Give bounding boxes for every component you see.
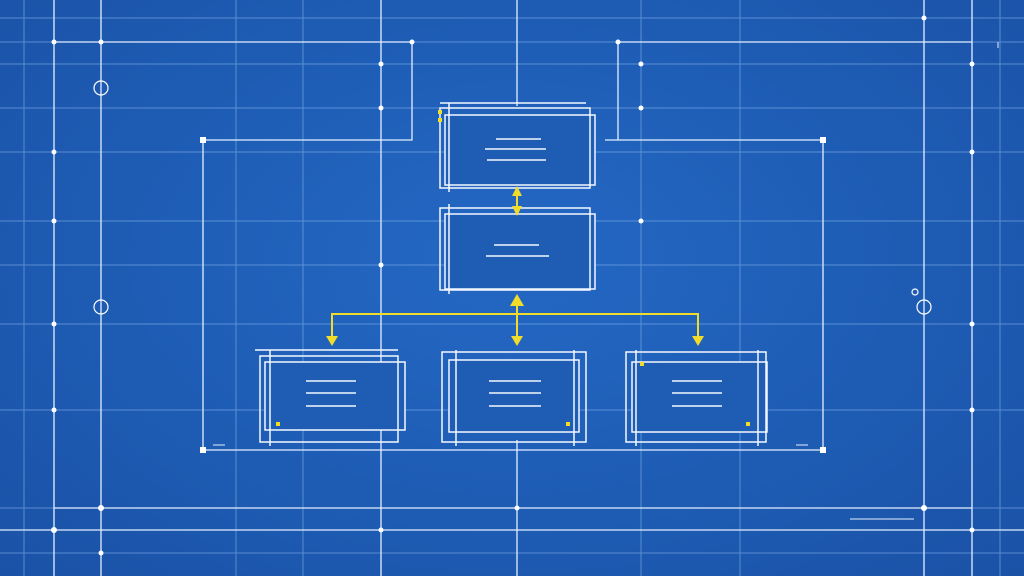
arrow-up-icon (510, 294, 524, 306)
node-bottom-center-outline (441, 351, 587, 443)
junction-dot (51, 218, 57, 224)
junction-dots (51, 15, 975, 556)
corner-marker (200, 137, 206, 143)
junction-dot (638, 105, 644, 111)
junction-dot (51, 407, 57, 413)
junction-dot (51, 149, 57, 155)
corner-marker (200, 447, 206, 453)
arrow-down-icon (326, 336, 338, 346)
junction-dot (969, 61, 975, 67)
connector-tick (438, 118, 442, 122)
node-top-box (444, 114, 596, 186)
junction-dot (921, 505, 927, 511)
connector-tick (746, 422, 750, 426)
target-marker (93, 80, 109, 96)
arrow-down-icon (512, 206, 522, 216)
target-marker (916, 299, 932, 315)
node-middle-box (444, 213, 596, 290)
node-middle (439, 204, 596, 294)
junction-dot (921, 15, 927, 21)
junction-dot (378, 527, 384, 533)
node-bottom-center (441, 350, 587, 446)
junction-dot (969, 149, 975, 155)
corner-marker (820, 447, 826, 453)
junction-dot (98, 550, 104, 556)
connector-tick (566, 422, 570, 426)
target-markers (93, 80, 932, 315)
arrow-up-icon (512, 186, 522, 196)
connector-branch (331, 313, 699, 338)
junction-dot (514, 505, 520, 511)
node-bottom-right (625, 350, 768, 446)
target-marker (911, 288, 919, 296)
junction-dot (51, 39, 57, 45)
corner-marker (820, 137, 826, 143)
node-top-outline (439, 107, 591, 189)
junction-dot (98, 505, 104, 511)
node-bottom-center-box (448, 359, 580, 433)
arrowheads (276, 110, 750, 426)
junction-dot (378, 105, 384, 111)
node-bottom-right-box (631, 361, 768, 433)
junction-dot (969, 321, 975, 327)
node-top (439, 102, 596, 192)
junction-dot (638, 218, 644, 224)
junction-dot (969, 527, 975, 533)
arrow-down-icon (692, 336, 704, 346)
node-bottom-left (255, 349, 406, 446)
node-bottom-left-box (264, 361, 406, 431)
junction-dot (409, 39, 415, 45)
frame-line (203, 40, 413, 141)
node-bottom-right-outline (625, 351, 767, 443)
junction-dot (378, 262, 384, 268)
target-marker (93, 299, 109, 315)
junction-dot (969, 407, 975, 413)
node-bottom-left-outline (259, 355, 399, 443)
junction-dot (638, 61, 644, 67)
junction-dot (51, 527, 57, 533)
junction-dot (615, 39, 621, 45)
junction-dot (51, 321, 57, 327)
connector-tick (640, 362, 644, 366)
junction-dot (98, 39, 104, 45)
arrow-down-icon (511, 336, 523, 346)
connector-tick (276, 422, 280, 426)
dim-marks (213, 42, 999, 520)
connector-tick (438, 110, 442, 114)
junction-dot (378, 61, 384, 67)
